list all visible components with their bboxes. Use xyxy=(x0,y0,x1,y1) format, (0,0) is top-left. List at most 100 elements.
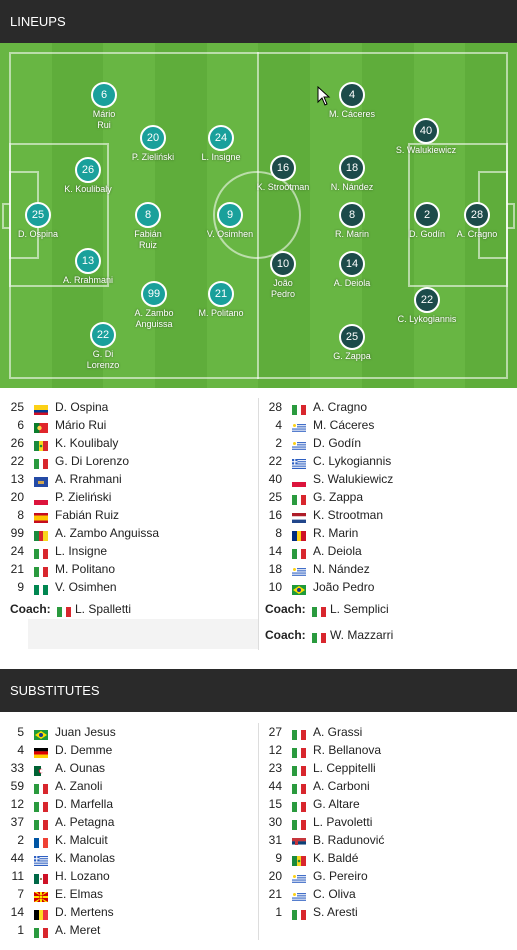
player-number-badge: 99 xyxy=(141,281,167,307)
player-number: 10 xyxy=(268,580,282,594)
player-number: 7 xyxy=(17,887,24,901)
country-flag-icon xyxy=(292,763,306,776)
player-name: Mário Rui xyxy=(55,418,107,432)
player-number-badge: 22 xyxy=(90,322,116,348)
player-number: 4 xyxy=(275,418,282,432)
player-name-label: Mário xyxy=(92,109,116,119)
player-number: 21 xyxy=(10,562,24,576)
player-number: 24 xyxy=(10,544,24,558)
player-name: A. Ounas xyxy=(55,761,106,775)
player-number: 20 xyxy=(10,490,24,504)
player-name-label: Rui xyxy=(97,120,111,130)
country-flag-icon xyxy=(292,474,306,487)
player-name: H. Lozano xyxy=(55,869,110,883)
player-name-label: R. Marin xyxy=(334,229,369,239)
away-coach-flag-icon xyxy=(312,604,326,617)
player-name: Juan Jesus xyxy=(55,725,116,739)
player-name-label: K. Koulibaly xyxy=(64,184,112,194)
player-name: K. Malcuit xyxy=(55,833,108,847)
country-flag-icon xyxy=(34,871,48,884)
lineup-divider xyxy=(258,398,259,650)
player-name: Fabián Ruiz xyxy=(55,508,120,522)
player-name: G. Altare xyxy=(313,797,360,811)
player-name: S. Aresti xyxy=(313,905,358,919)
player-name-label: A. Deiola xyxy=(333,278,371,288)
country-flag-icon xyxy=(34,438,48,451)
country-flag-icon xyxy=(292,528,306,541)
player-name: K. Baldé xyxy=(313,851,359,865)
country-flag-icon xyxy=(34,907,48,920)
player-number: 99 xyxy=(10,526,24,540)
country-flag-icon xyxy=(34,763,48,776)
